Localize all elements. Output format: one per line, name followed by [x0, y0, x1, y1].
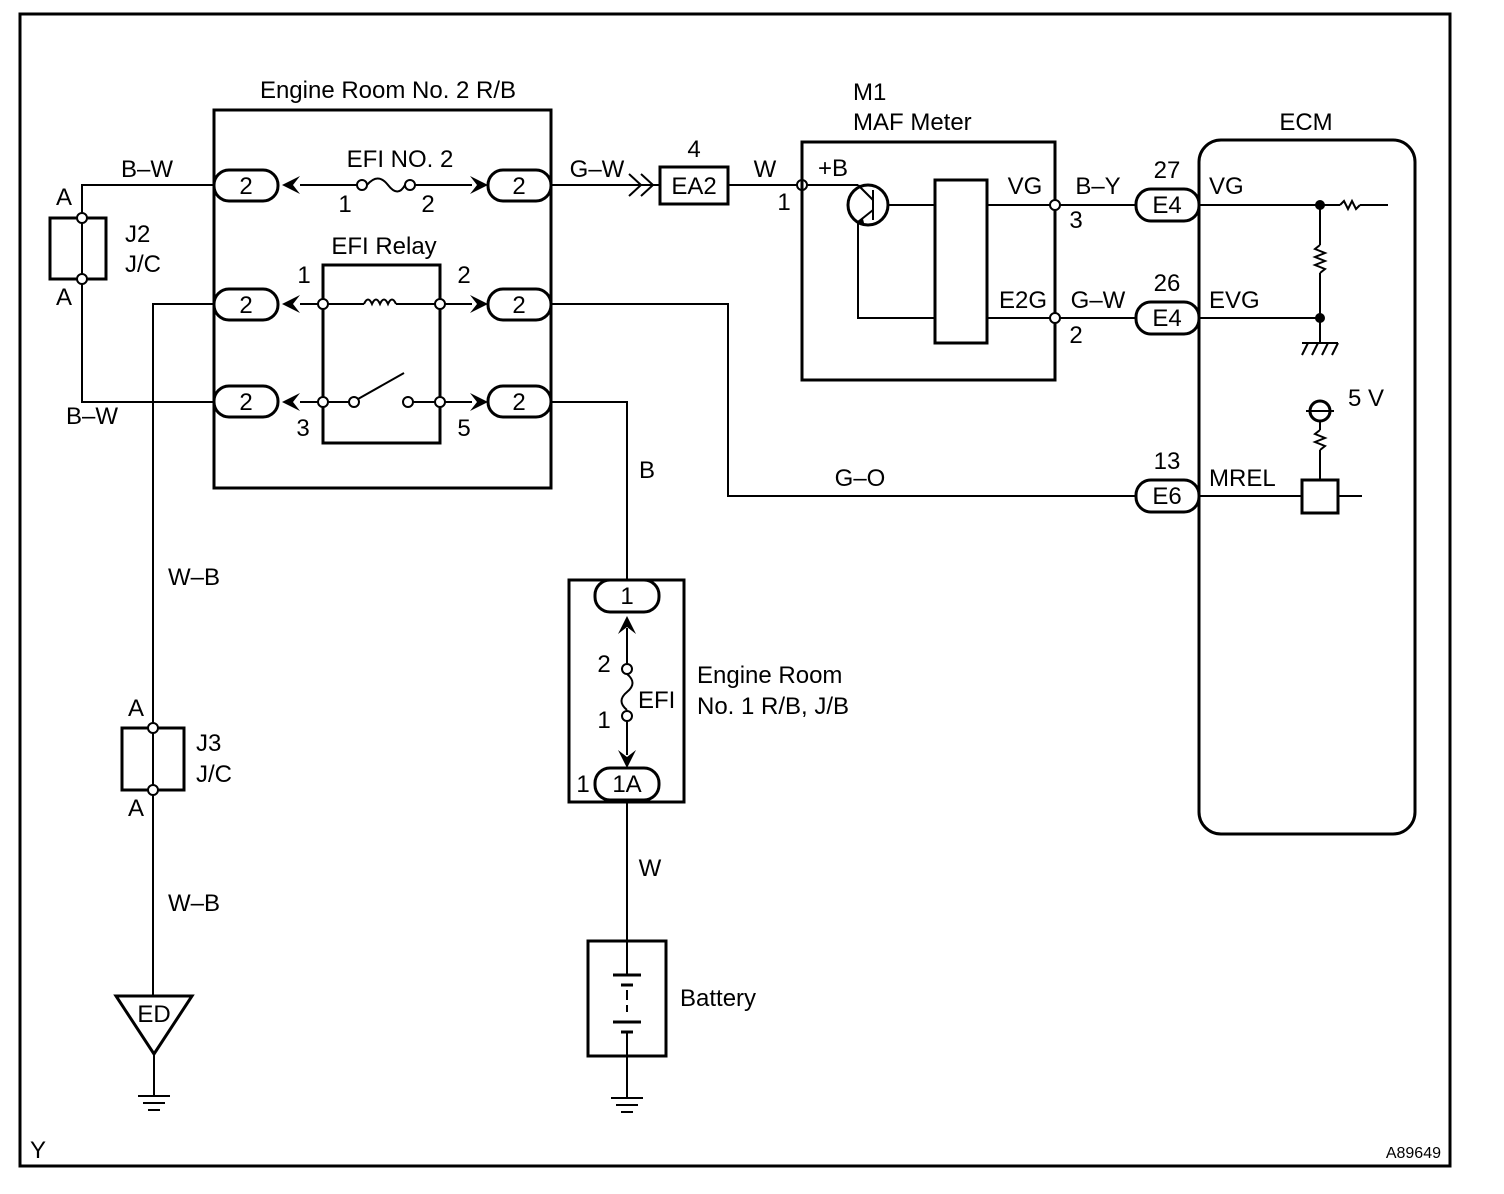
j2-junction-connector: A A J2 J/C [48, 184, 161, 311]
j2-type: J/C [125, 251, 161, 278]
ecm-title: ECM [1279, 109, 1332, 136]
e4-evg-pin: 26 [1154, 270, 1181, 297]
engine-room-no2-title: Engine Room No. 2 R/B [260, 77, 516, 104]
er1-bottom-connector: 1A [612, 771, 641, 798]
footer-right: A89649 [1386, 1145, 1441, 1162]
maf-meter: M1 MAF Meter +B VG E2G [800, 79, 1061, 382]
j2-pin-top: A [56, 184, 72, 211]
wire-go: G–O [835, 465, 886, 492]
j2-pin-bottom: A [56, 284, 72, 311]
ed-label: ED [137, 1001, 170, 1028]
e6-connector: E6 [1152, 483, 1181, 510]
ed-ground-point: ED [113, 994, 195, 1111]
ea2-label: EA2 [671, 173, 716, 200]
er2-left-top-connector: 2 [239, 173, 252, 200]
j3-junction-connector: A A J3 J/C [120, 695, 232, 822]
wire-gw-top: G–W [570, 156, 625, 183]
er2-right-bot-connector: 2 [512, 389, 525, 416]
e4-vg-pin: 27 [1154, 157, 1181, 184]
battery: Battery [586, 939, 756, 1058]
wire-bw-bottom: B–W [66, 403, 118, 430]
wire-b: B [639, 457, 655, 484]
wire-gw-e2g: G–W [1071, 287, 1126, 314]
ea2-connector: EA2 4 [658, 136, 730, 206]
ea2-pin: 4 [687, 136, 700, 163]
maf-pin1: 1 [777, 189, 790, 216]
efi-no2-pin1: 1 [338, 191, 351, 218]
wire-wb-top: W–B [168, 564, 220, 591]
er2-left-bot-connector: 2 [239, 389, 252, 416]
engine-room-no1-rb-jb: 1 1A 2 1 1 EFI [567, 578, 686, 804]
maf-pin2: 2 [1069, 322, 1082, 349]
wire-w-maf: W [754, 156, 777, 183]
efi-relay-pin5: 5 [457, 415, 470, 442]
maf-b-plus: +B [818, 155, 848, 182]
ecm: ECM E4 27 VG E4 26 EVG 5 V [1134, 109, 1417, 836]
e4-evg-connector: E4 [1152, 305, 1181, 332]
maf-title: MAF Meter [853, 109, 972, 136]
ecm-5v: 5 V [1348, 385, 1384, 412]
wire-bw-top: B–W [121, 156, 173, 183]
battery-label: Battery [680, 985, 756, 1012]
efi-relay-pin1: 1 [297, 262, 310, 289]
er1-pin1-bottom: 1 [576, 771, 589, 798]
maf-pin3: 3 [1069, 207, 1082, 234]
maf-ref: M1 [853, 79, 886, 106]
j3-pin-top: A [128, 695, 144, 722]
maf-vg: VG [1008, 173, 1043, 200]
j3-type: J/C [196, 761, 232, 788]
ecm-mrel: MREL [1209, 465, 1276, 492]
efi-relay-pin3: 3 [296, 415, 309, 442]
efi-relay-pin2: 2 [457, 262, 470, 289]
efi-relay: EFI Relay 1 2 3 5 [296, 233, 472, 445]
wire-wb-bottom: W–B [168, 890, 220, 917]
wire-by: B–Y [1075, 173, 1120, 200]
wire-w-battery: W [639, 855, 662, 882]
efi-relay-label: EFI Relay [331, 233, 436, 260]
ecm-vg: VG [1209, 173, 1244, 200]
er1-title-line1: Engine Room [697, 662, 842, 689]
er1-top-connector: 1 [620, 583, 633, 610]
ecm-evg: EVG [1209, 287, 1260, 314]
er2-right-mid-connector: 2 [512, 292, 525, 319]
e6-pin: 13 [1154, 448, 1181, 475]
er2-left-mid-connector: 2 [239, 292, 252, 319]
e4-vg-connector: E4 [1152, 192, 1181, 219]
footer-left: Y [30, 1137, 46, 1164]
j2-ref: J2 [125, 221, 150, 248]
er1-pin1: 1 [597, 707, 610, 734]
engine-room-no2-rb: Engine Room No. 2 R/B EFI NO. 2 1 2 EFI … [212, 77, 553, 490]
er1-pin2: 2 [597, 651, 610, 678]
battery-ground-icon [611, 1097, 643, 1113]
j3-pin-bottom: A [128, 795, 144, 822]
j3-ref: J3 [196, 730, 221, 757]
efi-no2-label: EFI NO. 2 [347, 146, 454, 173]
maf-e2g: E2G [999, 287, 1047, 314]
outer-frame [18, 12, 1452, 1168]
er1-title-line2: No. 1 R/B, J/B [697, 693, 849, 720]
er1-efi-label: EFI [638, 687, 675, 714]
er2-right-top-connector: 2 [512, 173, 525, 200]
efi-no2-pin2: 2 [421, 191, 434, 218]
